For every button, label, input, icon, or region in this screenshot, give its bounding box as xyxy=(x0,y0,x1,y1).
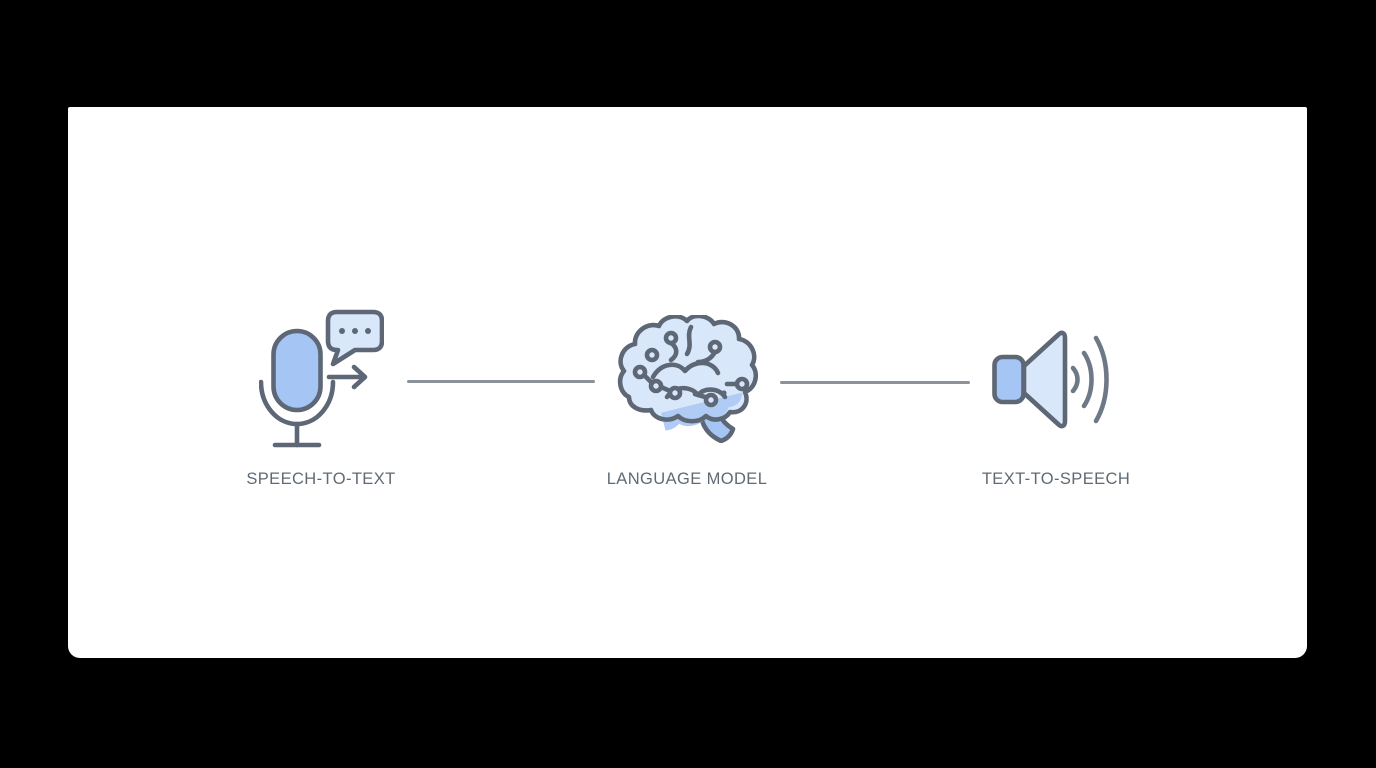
brain-circuit-icon xyxy=(615,289,760,469)
connector-line-lm-to-tts xyxy=(780,381,970,384)
node-label-speech-to-text: SPEECH-TO-TEXT xyxy=(246,470,396,488)
connector-line-stt-to-lm xyxy=(407,380,595,383)
pipeline-node-language-model: LANGUAGE MODEL xyxy=(567,289,807,489)
slide-canvas: SPEECH-TO-TEXT xyxy=(68,107,1307,658)
speaker-sound-waves-icon xyxy=(991,289,1121,469)
microphone-speech-bubble-icon xyxy=(258,289,384,469)
pipeline-node-text-to-speech: TEXT-TO-SPEECH xyxy=(936,289,1176,489)
node-label-language-model: LANGUAGE MODEL xyxy=(606,470,768,488)
node-label-text-to-speech: TEXT-TO-SPEECH xyxy=(981,470,1131,488)
pipeline-node-speech-to-text: SPEECH-TO-TEXT xyxy=(201,289,441,489)
